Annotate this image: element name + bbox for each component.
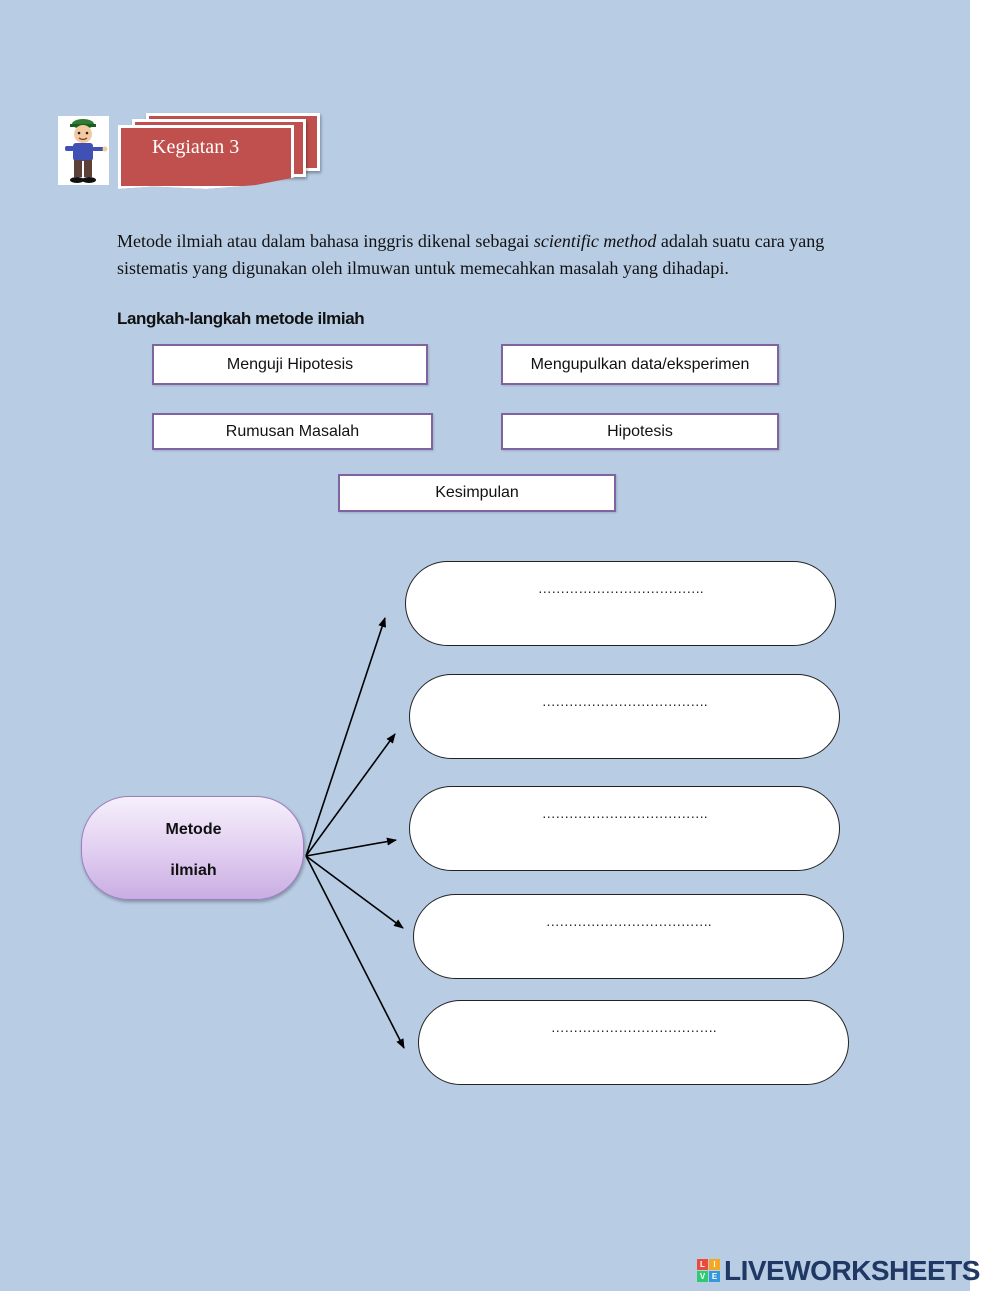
liveworksheets-logo-icon: L I V E <box>697 1259 721 1283</box>
activity-title: Kegiatan 3 <box>152 136 240 158</box>
central-node-line-2: ilmiah <box>170 862 217 879</box>
answer-slot-3[interactable]: ………………………………. <box>409 786 840 871</box>
logo-letter-i: I <box>709 1259 720 1270</box>
option-rumusan-masalah[interactable]: Rumusan Masalah <box>152 413 433 450</box>
option-kesimpulan[interactable]: Kesimpulan <box>338 474 616 512</box>
intro-paragraph: Metode ilmiah atau dalam bahasa inggris … <box>117 228 877 282</box>
central-node-metode-ilmiah: Metode ilmiah <box>81 796 304 900</box>
badge-card-front <box>118 125 294 189</box>
answer-placeholder: ………………………………. <box>537 580 704 596</box>
central-node-line-1: Metode <box>165 821 222 838</box>
option-mengumpulkan-data[interactable]: Mengupulkan data/eksperimen <box>501 344 779 385</box>
logo-letter-v: V <box>697 1271 708 1282</box>
answer-placeholder: ………………………………. <box>541 805 708 821</box>
answer-placeholder: ………………………………. <box>545 913 712 929</box>
answer-slot-2[interactable]: ………………………………. <box>409 674 840 759</box>
arrow-to-slot-1 <box>305 617 386 857</box>
arrow-to-slot-4 <box>305 855 404 929</box>
option-menguji-hipotesis[interactable]: Menguji Hipotesis <box>152 344 428 385</box>
answer-placeholder: ………………………………. <box>541 693 708 709</box>
arrow-to-slot-2 <box>305 733 396 857</box>
logo-letter-e: E <box>709 1271 720 1282</box>
cartoon-character-icon <box>58 116 109 185</box>
answer-slot-1[interactable]: ………………………………. <box>405 561 836 646</box>
answer-slot-5[interactable]: ………………………………. <box>418 1000 849 1085</box>
worksheet-page: Kegiatan 3 Metode ilmiah atau dalam baha… <box>0 0 970 1291</box>
steps-heading: Langkah-langkah metode ilmiah <box>117 309 365 328</box>
intro-term: scientific method <box>533 231 657 251</box>
option-hipotesis[interactable]: Hipotesis <box>501 413 779 450</box>
arrow-to-slot-3 <box>305 837 397 857</box>
diagram-arrows <box>305 617 405 1049</box>
intro-text-end: adalah suatu cara yang sistematis yang d… <box>117 231 825 278</box>
answer-slot-4[interactable]: ………………………………. <box>413 894 844 979</box>
liveworksheets-logo: L I V E LIVEWORKSHEETS <box>697 1255 980 1287</box>
arrow-to-slot-5 <box>305 855 405 1049</box>
activity-badge: Kegiatan 3 <box>116 113 321 195</box>
answer-placeholder: ………………………………. <box>550 1019 717 1035</box>
logo-letter-l: L <box>697 1259 708 1270</box>
liveworksheets-wordmark: LIVEWORKSHEETS <box>724 1255 980 1286</box>
intro-text-start: Metode ilmiah atau dalam bahasa inggris … <box>117 231 534 251</box>
